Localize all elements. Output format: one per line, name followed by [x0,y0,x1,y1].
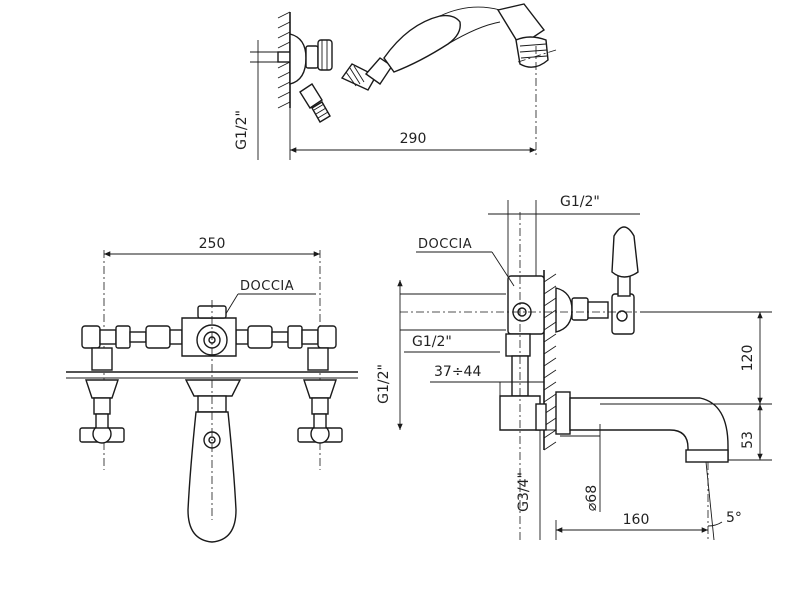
dim-wall-depth: 37÷44 [434,364,481,380]
dim-height-upper: 120 [740,345,756,372]
side-doccia-label: DOCCIA [418,237,472,252]
hand-shower-icon [340,3,549,91]
front-view: 250 DOCCIA [66,236,358,543]
dim-handshower-thread: G1/2" [234,110,250,150]
dim-side-outlet-thread: G1/2" [412,334,452,350]
shower-head [496,3,546,47]
lever-handle-icon [611,226,639,335]
tap-cross-handle-icon [297,379,343,444]
dim-handshower-length: 290 [400,131,427,147]
dim-spout-thread: G3/4" [516,472,532,512]
side-view: DOCCIA G1/2" G1/2" G1/2" 37÷44 120 53 G3… [376,194,772,541]
dim-spout-projection: 160 [623,512,650,528]
hand-shower-grip [383,14,461,73]
dim-side-wall-thread: G1/2" [376,364,392,404]
hose-connector [299,83,323,109]
dim-height-lower: 53 [740,431,756,449]
dim-side-inlet-thread: G1/2" [560,194,600,210]
front-doccia-label: DOCCIA [240,279,294,294]
spout-icon [184,379,242,543]
holder-nut [317,39,333,71]
dim-front-width: 250 [199,236,226,252]
dim-angle: 5° [726,510,742,526]
dim-outlet-diameter: ⌀68 [584,485,600,511]
tap-cross-handle-icon [79,379,125,444]
hand-shower-view: 290 G1/2" [234,3,557,160]
spout-icon [555,391,729,463]
holder-disk [289,33,307,85]
